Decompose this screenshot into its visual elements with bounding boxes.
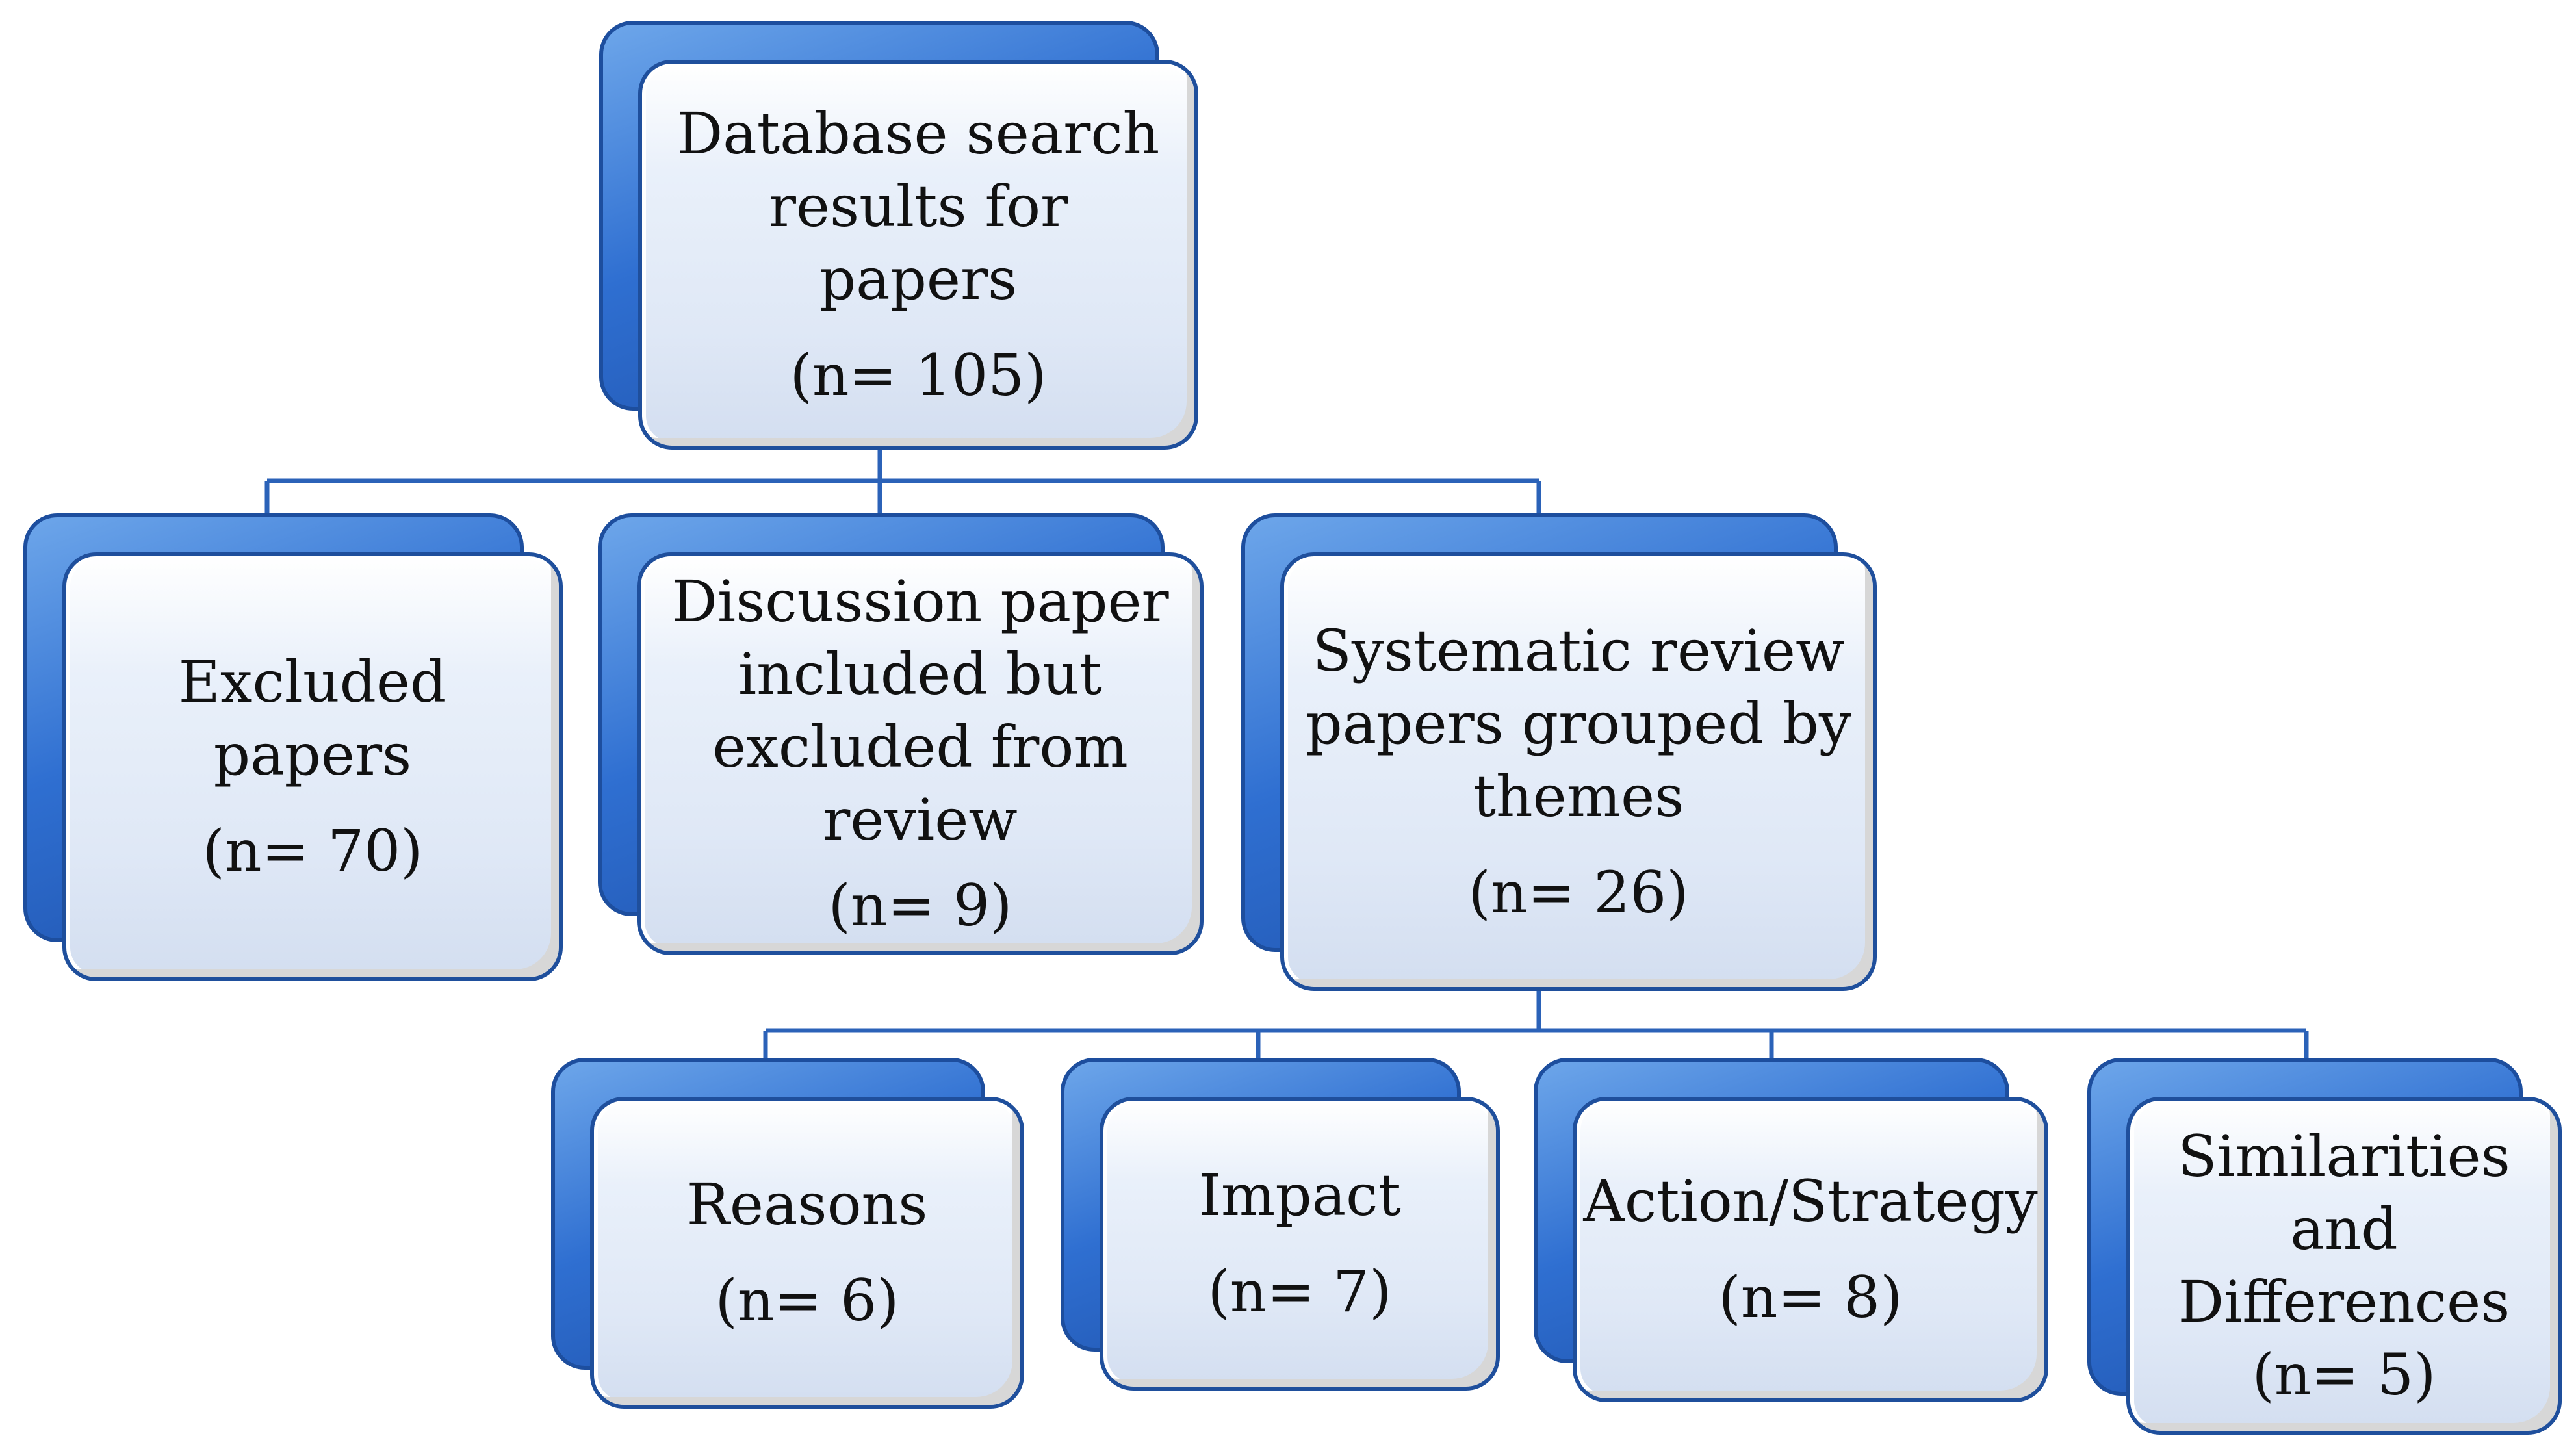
node-count: (n= 9) (828, 872, 1012, 939)
node-label: Similarities and Differences (2178, 1123, 2510, 1335)
node-impact: Impact (n= 7) (1061, 1058, 1500, 1391)
node-card: Systematic review papers grouped by them… (1280, 552, 1877, 991)
node-database-search: Database search results for papers (n= 1… (599, 21, 1198, 450)
node-label: Reasons (686, 1171, 928, 1238)
node-systematic-review: Systematic review papers grouped by them… (1241, 513, 1877, 991)
node-label: Systematic review papers grouped by them… (1306, 617, 1851, 830)
node-card: Impact (n= 7) (1100, 1097, 1500, 1391)
node-reasons: Reasons (n= 6) (551, 1058, 1024, 1409)
node-discussion-paper: Discussion paper included but excluded f… (598, 513, 1204, 955)
node-card: Excluded papers (n= 70) (62, 552, 563, 981)
node-card: Similarities and Differences (n= 5) (2126, 1097, 2562, 1435)
node-label: Excluded papers (178, 648, 447, 788)
node-count: (n= 6) (715, 1267, 899, 1334)
node-label: Impact (1198, 1162, 1401, 1229)
node-similarities-differences: Similarities and Differences (n= 5) (2087, 1058, 2562, 1435)
node-count: (n= 5) (2252, 1341, 2436, 1408)
node-card: Discussion paper included but excluded f… (637, 552, 1204, 955)
node-action-strategy: Action/Strategy (n= 8) (1534, 1058, 2048, 1402)
node-card: Action/Strategy (n= 8) (1573, 1097, 2048, 1402)
node-count: (n= 7) (1207, 1258, 1392, 1325)
node-label: Database search results for papers (676, 100, 1160, 313)
node-count: (n= 8) (1718, 1264, 1903, 1331)
node-count: (n= 70) (202, 817, 423, 884)
node-count: (n= 105) (790, 342, 1047, 409)
node-count: (n= 26) (1468, 858, 1689, 926)
node-card: Reasons (n= 6) (590, 1097, 1024, 1409)
node-excluded-papers: Excluded papers (n= 70) (23, 513, 563, 981)
node-card: Database search results for papers (n= 1… (638, 60, 1198, 450)
node-label: Discussion paper included but excluded f… (671, 568, 1169, 853)
node-label: Action/Strategy (1583, 1168, 2038, 1235)
